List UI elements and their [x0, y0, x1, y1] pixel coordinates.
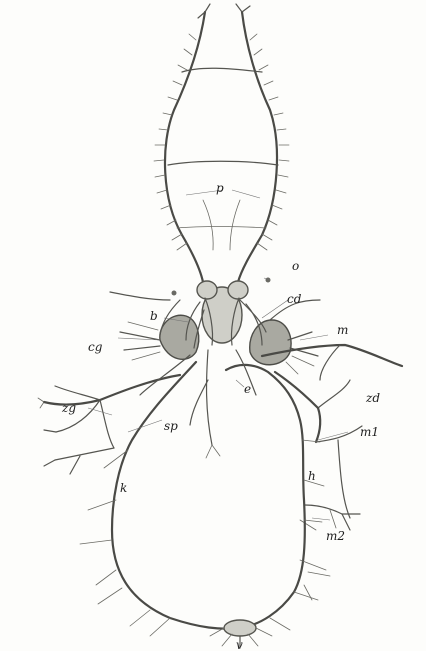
label-e: e — [244, 382, 251, 396]
label-zd: zd — [365, 391, 380, 405]
label-zg: zg — [61, 401, 76, 415]
label-b: b — [150, 309, 158, 323]
label-sp: sp — [164, 419, 178, 433]
label-cg: cg — [88, 340, 103, 354]
label-m1: m1 — [360, 425, 379, 439]
label-m: m — [337, 323, 348, 337]
label-p: p — [216, 181, 224, 195]
label-m2: m2 — [326, 529, 345, 543]
ganglion-v — [224, 620, 256, 636]
label-cd: cd — [287, 292, 302, 306]
label-h: h — [308, 469, 316, 483]
label-k: k — [120, 481, 127, 495]
label-o: o — [292, 259, 299, 273]
label-v: v — [236, 638, 243, 651]
